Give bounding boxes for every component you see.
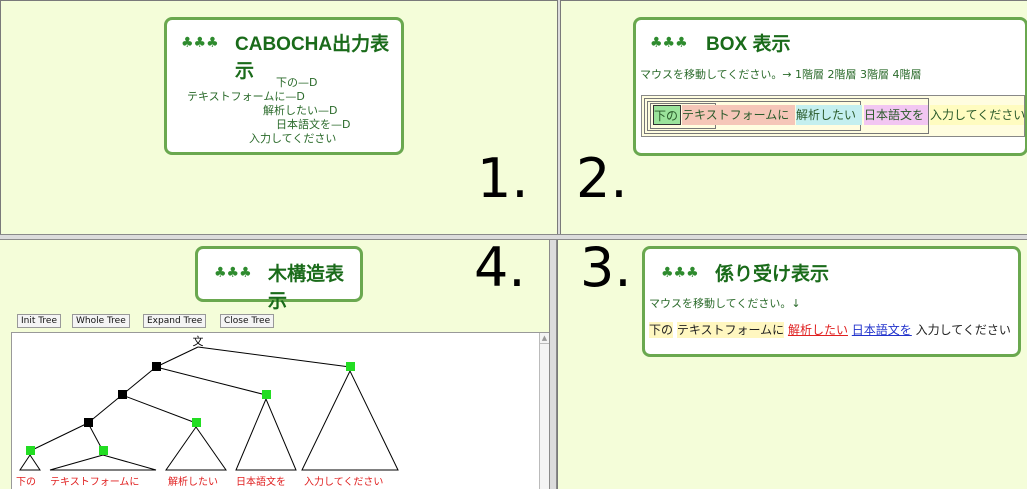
tree-node [346, 362, 355, 371]
tree-leaf: 入力してください [304, 477, 384, 488]
vertical-scrollbar[interactable]: ▲ [539, 333, 549, 489]
dep-word[interactable]: 解析したい [787, 323, 848, 337]
collapsed-subtree [165, 426, 227, 471]
tree-title: 木構造表示 [268, 264, 345, 312]
box-level-1[interactable] [644, 98, 929, 134]
panel-number: 2. [576, 147, 628, 210]
box-instruction: マウスを移動してください。→ 1階層 2階層 3階層 4階層 [640, 68, 922, 81]
tree-diagram: 文 [19, 334, 399, 471]
box-segment[interactable]: 日本語文を [864, 105, 928, 125]
tree-node [152, 362, 161, 371]
collapsed-subtree [235, 397, 297, 471]
tree-panel: ♣♣♣ 木構造表示 4. Init Tree Whole Tree Expand… [0, 240, 549, 489]
tree-leaf: 日本語文を [236, 477, 286, 488]
tree-node [84, 418, 93, 427]
cabocha-line: 解析したい—D [263, 104, 338, 117]
tree-node [192, 418, 201, 427]
cabocha-line: 下の—D [276, 76, 318, 89]
tree-canvas[interactable]: 文 下の テキストフォームに 解析したい 日本語文を 入 [11, 332, 549, 489]
tree-node [262, 390, 271, 399]
tree-leaf: 下の [16, 477, 36, 488]
box-title: BOX 表示 [706, 34, 791, 55]
collapsed-subtree [301, 369, 399, 471]
dep-word[interactable]: 入力してください [915, 323, 1011, 337]
cabocha-panel: ♣♣♣ CABOCHA出力表示 下の—D テキストフォームに—D 解析したい—D… [0, 0, 558, 236]
tree-icon: ♣♣♣ [661, 265, 699, 281]
init-tree-button[interactable]: Init Tree [17, 314, 61, 328]
dependency-card: ♣♣♣ 係り受け表示 マウスを移動してください。↓ 下の テキストフォームに 解… [642, 246, 1021, 357]
cabocha-line: 日本語文を—D [276, 118, 351, 131]
box-segment[interactable]: 解析したい [796, 105, 862, 125]
panel-number: 3. [580, 240, 632, 299]
box-nest[interactable]: 下の テキストフォームに 解析したい 日本語文を 入力してください [641, 95, 1025, 137]
cabocha-line: テキストフォームに—D [187, 90, 305, 103]
tree-node [26, 446, 35, 455]
tree-leaf: 解析したい [168, 477, 218, 488]
dep-word[interactable]: 下の [649, 322, 674, 338]
vertical-divider[interactable] [557, 0, 561, 234]
close-tree-button[interactable]: Close Tree [220, 314, 275, 328]
cabocha-title: CABOCHA出力表示 [235, 34, 390, 82]
expand-tree-button[interactable]: Expand Tree [143, 314, 207, 328]
root-label: 文 [193, 334, 204, 348]
horizontal-divider[interactable] [0, 234, 1027, 240]
dep-word[interactable]: 日本語文を [851, 323, 912, 337]
box-segment[interactable]: 下の [653, 105, 681, 125]
tree-card: ♣♣♣ 木構造表示 [195, 246, 363, 312]
whole-tree-button[interactable]: Whole Tree [72, 314, 130, 328]
box-segment[interactable]: 入力してください [930, 105, 1025, 125]
dependency-instruction: マウスを移動してください。↓ [649, 297, 801, 310]
box-panel: ♣♣♣ BOX 表示 マウスを移動してください。→ 1階層 2階層 3階層 4階… [561, 0, 1027, 236]
tree-node [99, 446, 108, 455]
dependency-title: 係り受け表示 [715, 264, 830, 285]
cabocha-card: ♣♣♣ CABOCHA出力表示 下の—D テキストフォームに—D 解析したい—D… [164, 17, 404, 155]
dependency-sentence: 下の テキストフォームに 解析したい 日本語文を 入力してください [649, 321, 1011, 338]
tree-icon: ♣♣♣ [214, 265, 252, 281]
collapsed-subtree [19, 454, 41, 471]
panel-number: 1. [477, 147, 529, 210]
tree-icon: ♣♣♣ [650, 35, 688, 51]
dependency-panel: ♣♣♣ 係り受け表示 マウスを移動してください。↓ 下の テキストフォームに 解… [557, 240, 1027, 489]
dep-word[interactable]: テキストフォームに [676, 322, 785, 338]
vertical-divider[interactable] [549, 240, 557, 489]
cabocha-line: 入力してください [249, 132, 337, 145]
tree-leaf: テキストフォームに [50, 477, 140, 488]
panel-number: 4. [474, 240, 526, 299]
collapsed-subtree [49, 454, 157, 471]
box-segment[interactable]: テキストフォームに [682, 105, 795, 125]
tree-icon: ♣♣♣ [181, 35, 219, 51]
tree-node [118, 390, 127, 399]
scroll-up-arrow[interactable]: ▲ [540, 334, 549, 344]
